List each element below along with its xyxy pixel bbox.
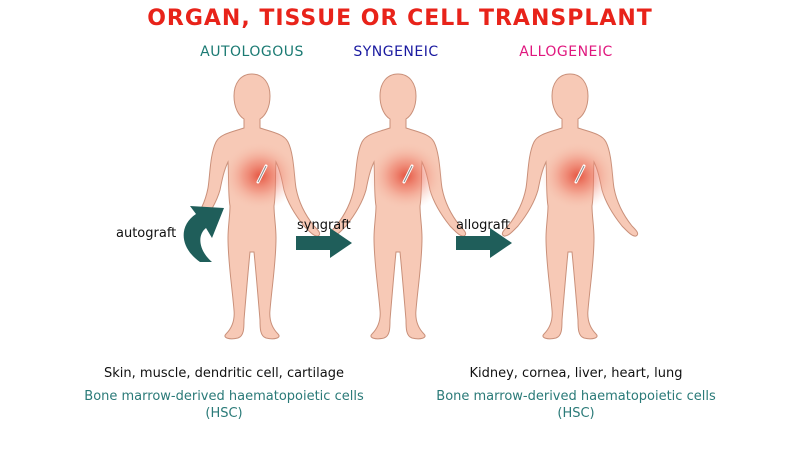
label-syngraft: syngraft	[297, 218, 351, 233]
note-left-hsc-abbr: (HSC)	[205, 406, 243, 421]
heading-autologous: AUTOLOGOUS	[200, 44, 304, 60]
note-right-hsc: Bone marrow-derived haematopoietic cells	[436, 389, 716, 404]
note-left-hsc: Bone marrow-derived haematopoietic cells	[84, 389, 364, 404]
curved-arrow-icon	[183, 206, 224, 262]
note-right-examples: Kidney, cornea, liver, heart, lung	[469, 366, 683, 381]
heading-allogeneic: ALLOGENEIC	[519, 44, 613, 60]
right-arrow-icon	[296, 228, 352, 258]
page-title: ORGAN, TISSUE OR CELL TRANSPLANT	[147, 6, 653, 31]
label-allograft: allograft	[456, 218, 511, 233]
label-autograft: autograft	[116, 226, 177, 241]
heading-syngeneic: SYNGENEIC	[353, 44, 439, 60]
right-arrow-icon	[456, 228, 512, 258]
note-left-examples: Skin, muscle, dendritic cell, cartilage	[104, 366, 344, 381]
note-right-hsc-abbr: (HSC)	[557, 406, 595, 421]
